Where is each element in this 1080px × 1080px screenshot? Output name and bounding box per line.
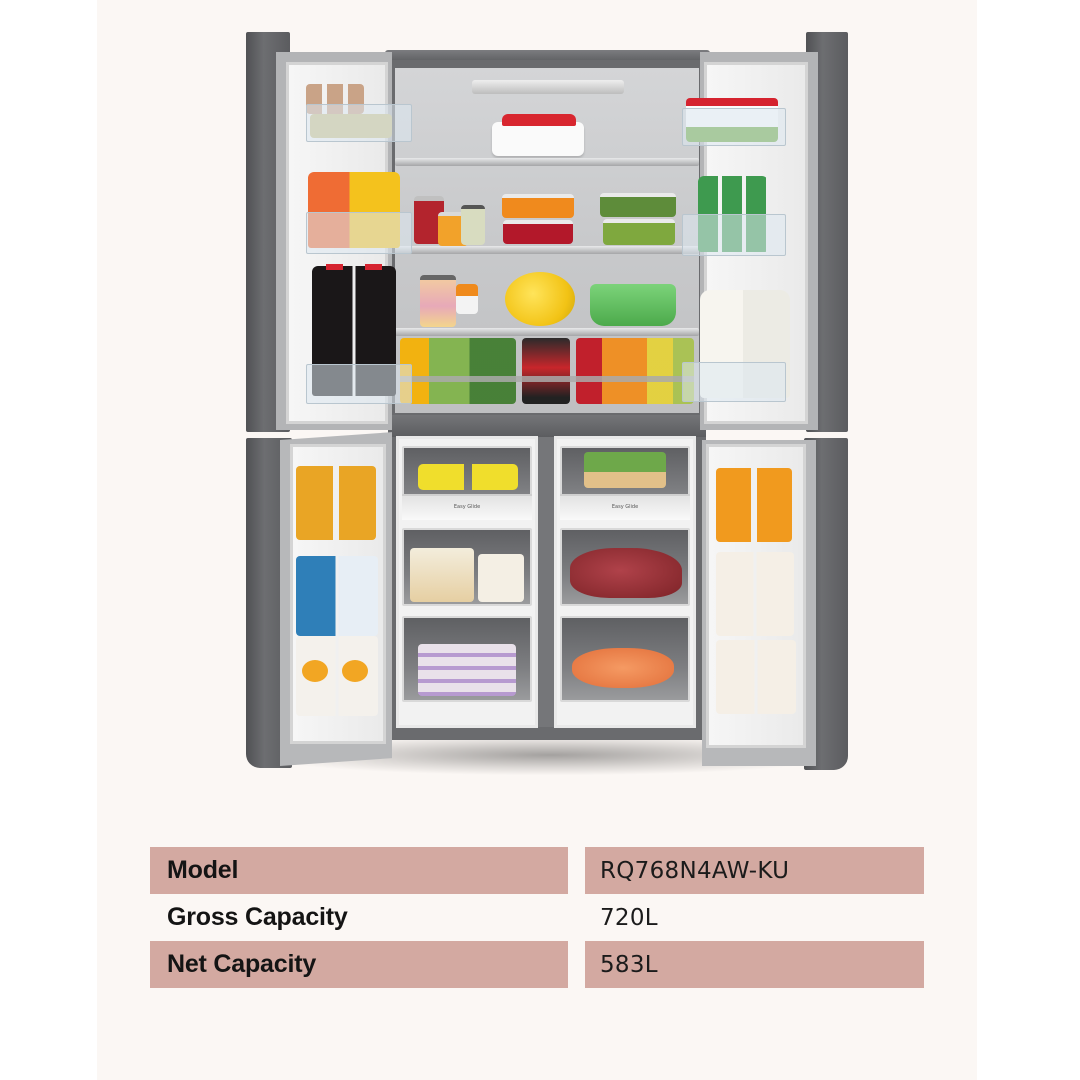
crisper-right bbox=[576, 338, 694, 404]
pea-containers bbox=[584, 452, 666, 488]
door-bin-upper-left-3 bbox=[306, 364, 412, 404]
spec-label: Gross Capacity bbox=[167, 903, 348, 931]
container-sprouts bbox=[603, 219, 675, 245]
middle-divider bbox=[388, 415, 706, 437]
spec-row-gross-capacity: Gross Capacity 720L bbox=[150, 894, 924, 941]
light-panel bbox=[472, 80, 624, 94]
crisper-rail bbox=[400, 376, 694, 382]
salmon-steaks bbox=[572, 648, 674, 688]
container-cherries bbox=[503, 220, 573, 244]
door-bin-upper-left-1 bbox=[306, 104, 412, 142]
crisper-left bbox=[400, 338, 516, 404]
cookie-graphic bbox=[302, 660, 328, 682]
spec-table: Model RQ768N4AW-KU Gross Capacity 720L N… bbox=[150, 847, 924, 988]
cola-caps bbox=[326, 264, 382, 270]
spec-label: Model bbox=[150, 847, 568, 894]
refrigerator-image: Easy Glide Easy Glide bbox=[246, 32, 848, 775]
frozen-boxes-middle bbox=[296, 556, 378, 636]
door-bin-upper-right-2 bbox=[682, 214, 786, 256]
cake bbox=[492, 122, 584, 156]
frozen-boxes-middle-right bbox=[716, 552, 794, 636]
pizza-boxes bbox=[418, 644, 516, 696]
shelf-3 bbox=[395, 328, 699, 336]
jar-macarons bbox=[420, 275, 456, 327]
cabinet-top bbox=[385, 50, 710, 62]
frozen-boxes-top-right bbox=[716, 468, 792, 542]
bowl-lemons bbox=[505, 272, 575, 326]
green-casserole-pot bbox=[590, 284, 676, 326]
drawer-front-right-1: Easy Glide bbox=[560, 494, 690, 520]
drawer-front-left-1: Easy Glide bbox=[402, 494, 532, 520]
strawberries bbox=[502, 114, 576, 126]
jar-limes bbox=[461, 205, 485, 245]
crisper-middle bbox=[522, 338, 570, 404]
door-bin-upper-right-3 bbox=[682, 362, 786, 402]
bowl-fruit bbox=[456, 284, 478, 314]
cookie-graphic bbox=[342, 660, 368, 682]
door-bin-upper-left-2 bbox=[306, 212, 412, 254]
frozen-boxes-top bbox=[296, 466, 376, 540]
steak bbox=[570, 548, 682, 598]
spec-value: RQ768N4AW-KU bbox=[585, 847, 924, 894]
tubs bbox=[478, 554, 524, 602]
frozen-boxes-bottom-right bbox=[716, 640, 796, 714]
spec-row-model: Model RQ768N4AW-KU bbox=[150, 847, 924, 894]
easy-glide-label: Easy Glide bbox=[611, 504, 639, 510]
spec-row-net-capacity: Net Capacity 583L bbox=[150, 941, 924, 988]
ice-cream-tubs bbox=[418, 464, 518, 490]
door-bin-upper-right-1 bbox=[682, 108, 786, 146]
spec-value: 720L bbox=[600, 904, 658, 931]
shelf-1 bbox=[395, 158, 699, 166]
easy-glide-label: Easy Glide bbox=[453, 504, 481, 510]
container-asparagus bbox=[600, 193, 676, 217]
spec-label: Net Capacity bbox=[150, 941, 568, 988]
container-oranges bbox=[502, 194, 574, 218]
spec-value: 583L bbox=[585, 941, 924, 988]
shelf-2 bbox=[395, 246, 699, 254]
ice-cream-containers bbox=[410, 548, 474, 602]
center-divider bbox=[538, 437, 554, 727]
